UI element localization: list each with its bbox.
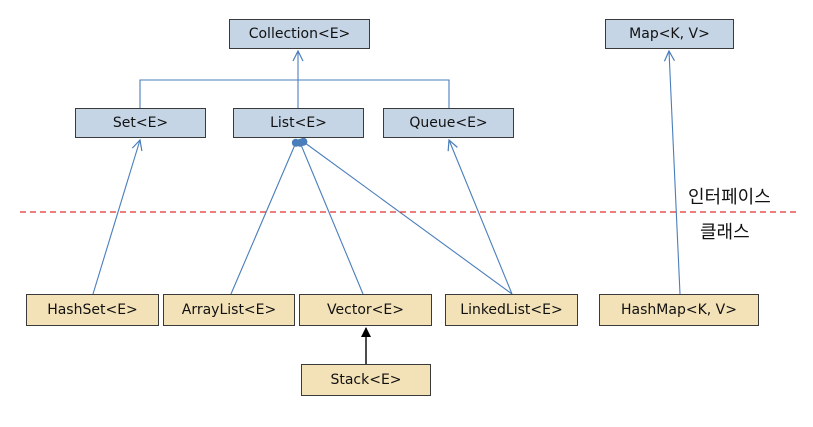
hashset-class-box: HashSet<E> [26, 294, 159, 326]
arraylist-class-label: ArrayList<E> [181, 302, 277, 318]
vector-class-label: Vector<E> [327, 302, 404, 318]
list-interface-box: List<E> [233, 108, 364, 138]
hashmap-class-label: HashMap<K, V> [621, 302, 737, 318]
hashmap-class-box: HashMap<K, V> [599, 294, 759, 326]
queue-interface-box: Queue<E> [383, 108, 514, 138]
queue-interface-label: Queue<E> [409, 115, 488, 131]
collection-interface-label: Collection<E> [248, 26, 351, 42]
queue-to-collection-edge [298, 79, 450, 108]
linkedlist-to-queue-edge [449, 140, 513, 295]
set-interface-label: Set<E> [112, 115, 169, 131]
arraylist-to-list-edge [230, 138, 300, 295]
list-interface-label: List<E> [270, 115, 327, 131]
set-to-collection-edge [139, 79, 298, 108]
map-interface-label: Map<K, V> [629, 26, 710, 42]
arraylist-class-box: ArrayList<E> [163, 294, 295, 326]
class-section-label: 클래스 [700, 222, 750, 243]
hashmap-to-map-edge [669, 51, 681, 295]
map-interface-box: Map<K, V> [605, 19, 734, 49]
vector-to-list-edge [296, 138, 364, 295]
interface-section-label: 인터페이스 [688, 187, 771, 208]
stack-class-label: Stack<E> [330, 372, 402, 388]
stack-class-box: Stack<E> [301, 364, 431, 396]
set-interface-box: Set<E> [75, 108, 206, 138]
linkedlist-to-list-edge [299, 137, 513, 295]
linkedlist-class-label: LinkedList<E> [460, 302, 563, 318]
vector-class-box: Vector<E> [299, 294, 432, 326]
hashset-class-label: HashSet<E> [47, 302, 138, 318]
collection-interface-box: Collection<E> [229, 19, 370, 49]
linkedlist-class-box: LinkedList<E> [445, 294, 578, 326]
hashset-to-set-edge [92, 140, 140, 295]
